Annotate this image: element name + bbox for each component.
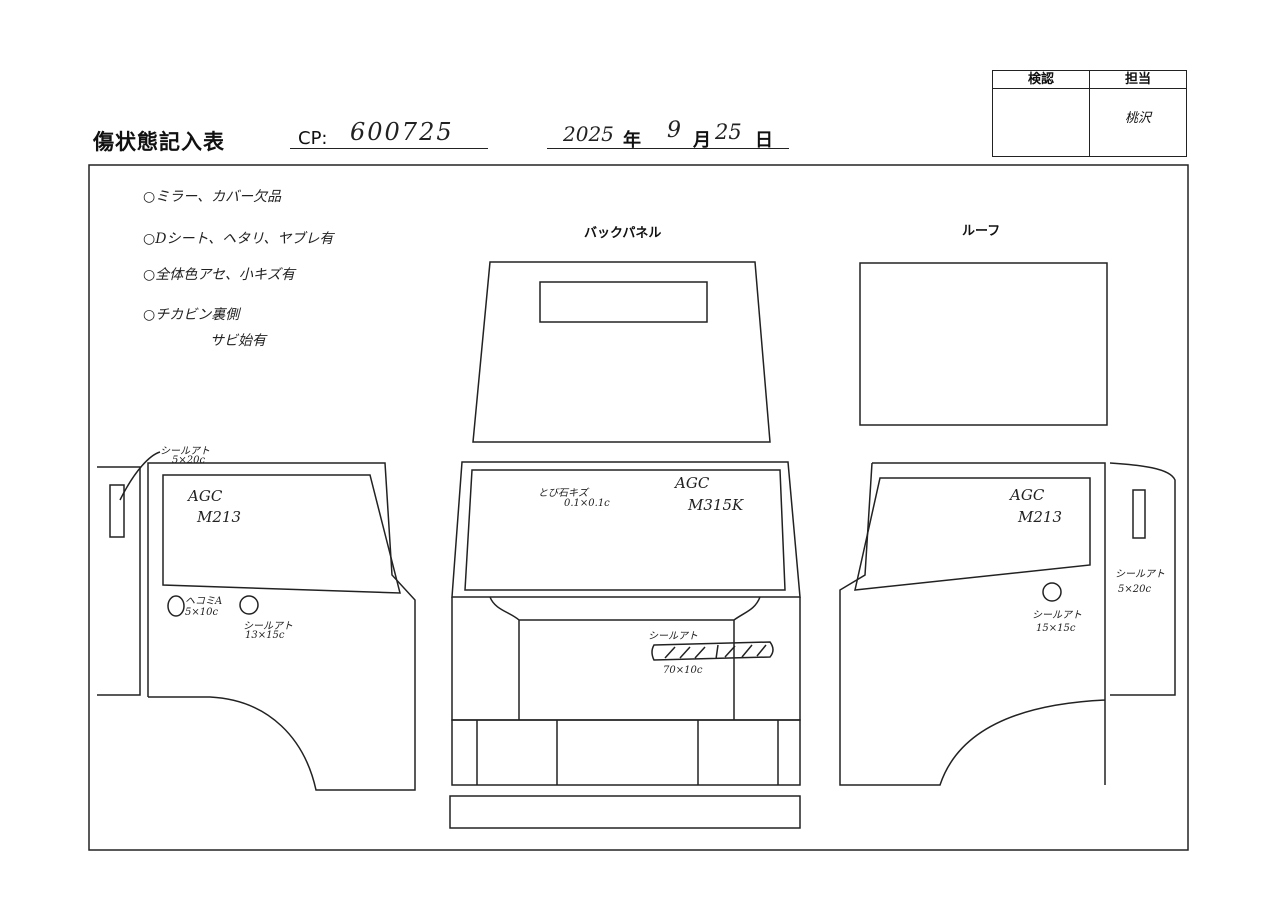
- front-cab-outline: [451, 461, 801, 598]
- right-pillar-label: シールアト: [1115, 569, 1165, 580]
- date-field: 2025 年 9 月 25 日: [547, 118, 789, 151]
- right-glass-model: M213: [1018, 508, 1062, 526]
- front-seal-size: 70×10c: [663, 665, 703, 676]
- date-year: 2025: [563, 122, 614, 146]
- left-leader-line: [119, 451, 161, 501]
- date-month-unit: 月: [693, 130, 711, 151]
- left-seal-size: 13×15c: [245, 630, 285, 641]
- page-title: 傷状態記入表: [93, 130, 225, 154]
- back-panel-label: バックパネル: [584, 226, 662, 241]
- right-seal-label: シールアト: [1032, 610, 1082, 621]
- front-seal-label: シールアト: [648, 631, 698, 642]
- note-1: ○ミラー、カバー欠品: [143, 189, 282, 205]
- front-chip-label: とび石キズ: [538, 488, 588, 499]
- note-4: ○チカビン裏側: [143, 307, 240, 323]
- left-dent-mark: [167, 595, 185, 617]
- front-lower-body: [451, 596, 801, 721]
- right-seal-size: 15×15c: [1036, 623, 1076, 634]
- left-door-outline: [97, 462, 416, 791]
- left-pillar-label: シールアト: [160, 446, 210, 457]
- left-pillar-size: 5×20c: [172, 455, 206, 466]
- inspection-cell: [993, 89, 1090, 156]
- left-glass-model: M213: [197, 508, 241, 526]
- right-seal-mark: [1042, 582, 1062, 602]
- front-chip-size: 0.1×0.1c: [564, 498, 610, 509]
- right-door-outline: [839, 462, 1106, 786]
- staff-signature: 桃沢: [1124, 111, 1151, 126]
- right-pillar-panel: [1109, 462, 1176, 696]
- right-window: [854, 477, 1091, 591]
- windshield: [464, 469, 786, 591]
- cp-value: 600725: [350, 118, 454, 146]
- left-pillar-panel: [109, 484, 125, 538]
- front-bumper: [451, 719, 801, 786]
- inspection-header: 検認: [993, 71, 1090, 89]
- right-glass-brand: AGC: [1010, 486, 1045, 504]
- left-glass-brand: AGC: [188, 487, 223, 505]
- back-panel-window: [539, 281, 708, 323]
- note-2: ○Dシート、ヘタリ、ヤブレ有: [143, 231, 334, 247]
- front-seal-mark: [651, 641, 774, 661]
- left-window: [162, 474, 401, 594]
- date-year-unit: 年: [623, 130, 641, 151]
- roof-outline: [859, 262, 1108, 426]
- date-month: 9: [667, 118, 681, 143]
- staff-header: 担当: [1090, 71, 1186, 89]
- back-panel-outline: [472, 261, 771, 443]
- front-bottom-strip: [449, 795, 801, 829]
- left-seal-mark: [239, 595, 259, 615]
- date-day: 25: [715, 120, 742, 144]
- date-day-unit: 日: [755, 130, 773, 151]
- left-dent-size: 5×10c: [185, 607, 219, 618]
- approval-box: 検認 担当 桃沢: [992, 70, 1187, 157]
- cp-field: CP: 600725: [290, 118, 488, 149]
- note-5: サビ始有: [210, 333, 266, 349]
- cp-label: CP:: [298, 128, 328, 149]
- left-seal-label: シールアト: [243, 621, 293, 632]
- front-glass-model: M315K: [688, 496, 744, 514]
- roof-label: ルーフ: [962, 224, 1001, 239]
- bumper-dividers: [476, 720, 779, 785]
- front-glass-brand: AGC: [675, 474, 710, 492]
- note-3: ○全体色アセ、小キズ有: [143, 267, 295, 283]
- left-dent-label: ヘコミA: [185, 596, 223, 607]
- right-pillar-mark: [1132, 489, 1146, 539]
- right-pillar-size: 5×20c: [1118, 584, 1152, 595]
- diagram-frame: [88, 164, 1189, 851]
